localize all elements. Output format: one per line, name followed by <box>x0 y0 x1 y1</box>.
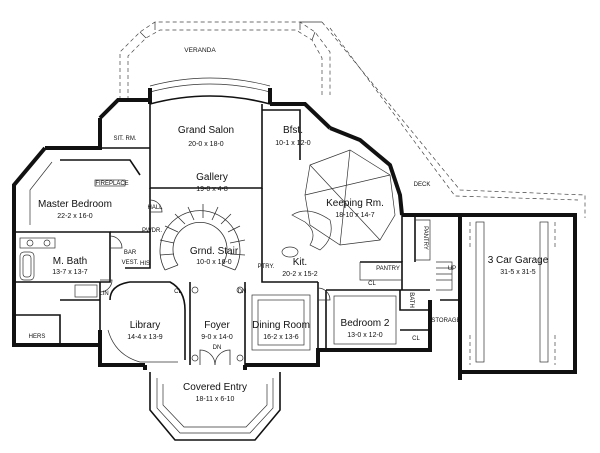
kit-label: Kit. <box>293 257 307 268</box>
grand-salon-dims: 20-0 x 18-0 <box>188 141 224 148</box>
veranda-area <box>119 21 331 100</box>
gallery-dims: 19-0 x 4-8 <box>196 186 228 193</box>
covered-entry-area <box>149 372 281 441</box>
vest-label: VEST. <box>122 260 139 266</box>
master-bedroom-dims: 22-2 x 16-0 <box>57 213 93 220</box>
kit-dims: 20-2 x 15-2 <box>282 271 318 278</box>
keeping-rm-dims: 18-10 x 14-7 <box>335 212 374 219</box>
library-dims: 14-4 x 13-9 <box>127 334 163 341</box>
grand-salon-label: Grand Salon <box>178 125 234 136</box>
foyer-label: Foyer <box>204 320 230 331</box>
sit-rm-label: SIT. RM. <box>113 136 136 142</box>
three-car-garage-dims: 31-5 x 31-5 <box>500 269 536 276</box>
dn-stair-label: DN <box>238 289 247 295</box>
hers-label: HERS <box>29 334 46 340</box>
covered-entry-label: Covered Entry <box>183 382 247 393</box>
bedroom-2-dims: 13-0 x 12-0 <box>347 332 383 339</box>
dining-room-label: Dining Room <box>252 320 310 331</box>
master-bedroom-label: Master Bedroom <box>38 199 112 210</box>
deck-label: DECK <box>414 182 431 188</box>
three-car-garage-label: 3 Car Garage <box>488 255 549 266</box>
bedroom-2-label: Bedroom 2 <box>341 318 390 329</box>
pantry-vertical-label: PANTRY <box>422 226 428 250</box>
grand-stair-drawing <box>159 204 246 271</box>
pantry-label: PANTRY <box>376 266 400 272</box>
gallery-label: Gallery <box>196 172 228 183</box>
storage-label: STORAGE <box>431 318 460 324</box>
door-swings <box>99 199 331 366</box>
m-bath-label: M. Bath <box>53 256 87 267</box>
lin-label: LIN <box>99 291 108 297</box>
his-label: HIS <box>140 261 150 267</box>
deck-area <box>300 21 586 218</box>
covered-entry-dims: 18-11 x 6-10 <box>196 396 235 403</box>
keeping-rm-label: Keeping Rm. <box>326 198 384 209</box>
dining-room-dims: 16-2 x 13-6 <box>263 334 299 341</box>
bfst-dims: 10-1 x 12-0 <box>275 140 311 147</box>
library-label: Library <box>130 320 161 331</box>
grnd-stair-label: Grnd. Stair <box>190 246 239 257</box>
veranda-label: VERANDA <box>184 47 216 54</box>
bath-label: BATH <box>408 292 414 308</box>
cl-pantry-label: CL <box>368 281 376 287</box>
fireplace-label: FIREPLACE <box>95 181 128 187</box>
bfst-label: Bfst. <box>283 125 303 136</box>
pwdr-label: PWDR. <box>142 228 162 234</box>
interior-walls <box>14 95 460 365</box>
fixtures <box>19 149 556 365</box>
up-label: UP <box>448 266 456 272</box>
cl-stair-label: CL <box>174 289 182 295</box>
cl-bath-label: CL <box>412 336 420 342</box>
room-labels: VERANDA Grand Salon 20-0 x 18-0 SIT. RM.… <box>29 47 549 403</box>
dn-foyer-label: DN <box>213 345 222 351</box>
m-bath-dims: 13-7 x 13-7 <box>52 269 88 276</box>
ptry-label: PTRY. <box>258 264 275 270</box>
foyer-dims: 9-0 x 14-0 <box>201 334 233 341</box>
grnd-stair-dims: 10-0 x 16-0 <box>196 259 232 266</box>
hall-label: HALL <box>147 205 163 211</box>
bar-label: BAR <box>124 250 137 256</box>
